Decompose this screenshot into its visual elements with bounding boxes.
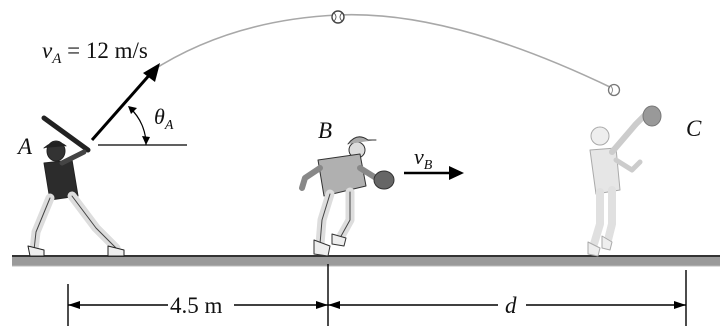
point-b-label: B	[318, 118, 332, 143]
distance-ab-label: 4.5 m	[170, 293, 223, 318]
velocity-a-arrow	[90, 63, 160, 141]
angle-a-label: θA	[154, 104, 174, 133]
batter-figure	[27, 115, 125, 257]
velocity-b-arrow	[404, 166, 464, 180]
ball-landing	[607, 83, 621, 97]
dimension-line	[67, 264, 687, 326]
catcher-c-figure	[587, 105, 662, 257]
velocity-a-label: vA = 12 m/s	[42, 38, 148, 67]
velocity-b-label: vB	[414, 144, 433, 173]
point-c-label: C	[686, 116, 702, 141]
distance-bc-label: d	[505, 293, 517, 318]
angle-arc	[128, 106, 150, 146]
ball-apex	[331, 10, 345, 24]
fielder-b-figure	[299, 136, 395, 257]
ball-trajectory	[149, 13, 613, 89]
point-a-label: A	[16, 134, 33, 159]
ground	[12, 255, 720, 267]
